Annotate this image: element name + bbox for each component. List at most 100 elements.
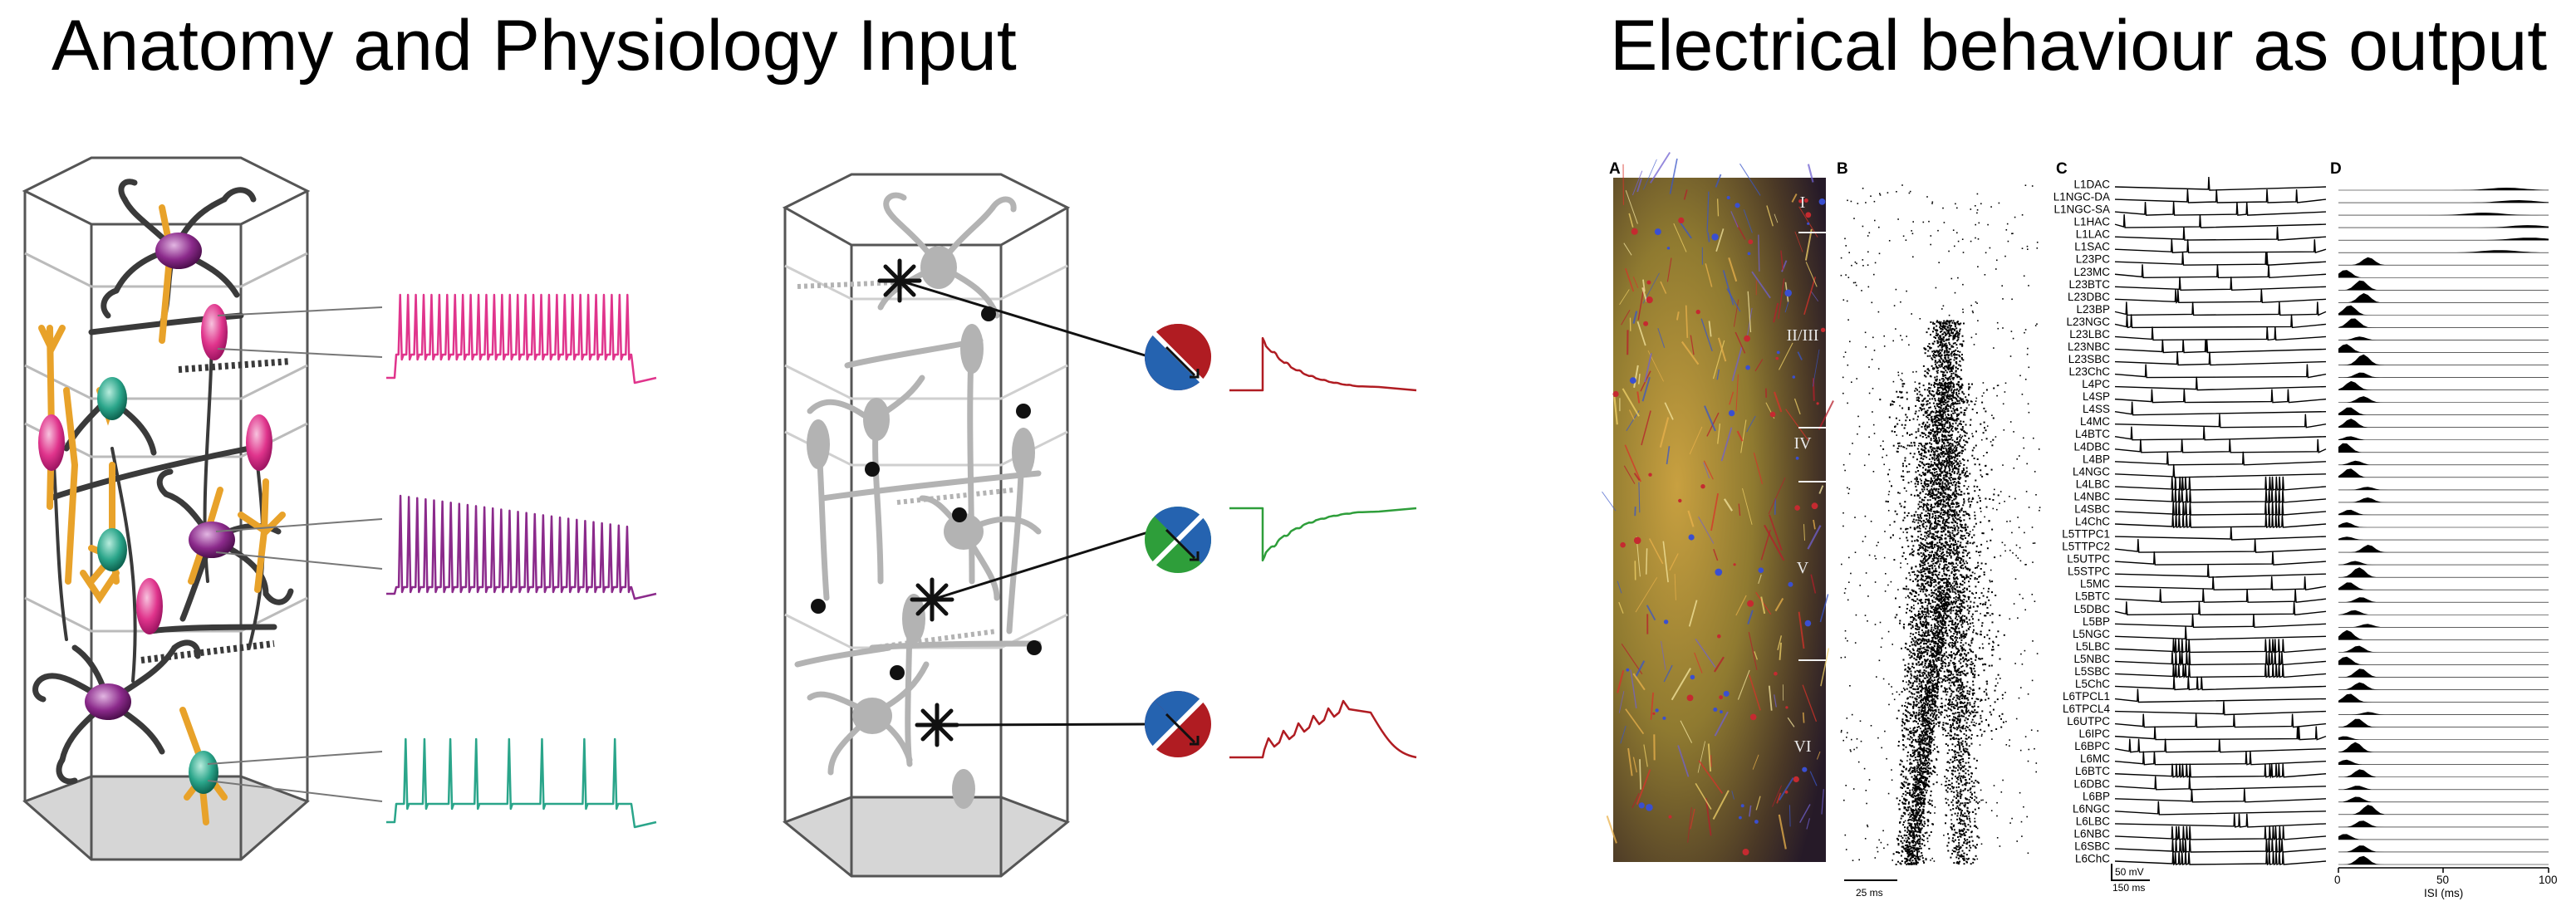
raster-spike [1950, 689, 1953, 692]
raster-spike [1916, 685, 1918, 688]
raster-spike [1944, 356, 1946, 359]
raster-spike [1936, 350, 1938, 352]
tissue-fiber [1703, 460, 1714, 480]
raster-spike [1962, 546, 1965, 548]
raster-spike [1971, 592, 1974, 595]
raster-spike [1903, 806, 1906, 808]
raster-spike [1929, 433, 1931, 435]
raster-spike [1915, 806, 1917, 808]
tissue-fiber [1712, 790, 1730, 820]
raster-spike [1951, 514, 1954, 516]
raster-spike [1949, 616, 1951, 619]
raster-spike [1940, 422, 1941, 424]
raster-spike [1931, 485, 1933, 487]
raster-spike [1953, 786, 1955, 789]
raster-spike [1934, 531, 1936, 533]
raster-spike [1925, 595, 1927, 597]
raster-spike [1921, 560, 1924, 562]
raster-spike [1911, 521, 1914, 523]
raster-spike [1962, 747, 1965, 750]
raster-spike [1965, 797, 1967, 800]
raster-spike [1923, 712, 1926, 714]
raster-spike [1914, 716, 1916, 718]
raster-spike [1934, 329, 1936, 331]
raster-spike [1906, 706, 1908, 708]
raster-spike [1956, 718, 1959, 721]
tissue-fiber [1774, 498, 1776, 515]
raster-spike [1931, 473, 1934, 476]
raster-spike [1983, 574, 1985, 575]
raster-spike [1905, 709, 1907, 712]
raster-spike [1965, 710, 1967, 713]
raster-spike [1958, 759, 1960, 762]
raster-spike [1947, 841, 1950, 844]
raster-spike [1912, 777, 1915, 780]
raster-spike [1951, 642, 1954, 644]
raster-spike [1965, 768, 1967, 771]
raster-spike [1914, 769, 1916, 771]
raster-spike [1932, 322, 1935, 325]
raster-spike [1965, 706, 1968, 708]
raster-spike [1941, 461, 1943, 463]
raster-spike [1963, 770, 1965, 772]
raster-spike [1951, 423, 1954, 425]
raster-spike [1919, 707, 1921, 709]
raster-spike [1952, 698, 1954, 700]
raster-spike [1951, 382, 1954, 384]
raster-spike [1941, 703, 1943, 704]
raster-spike [1898, 852, 1901, 854]
raster-spike [1912, 617, 1915, 619]
raster-spike [1945, 323, 1947, 326]
raster-spike [1936, 781, 1938, 784]
raster-spike [1950, 388, 1953, 390]
raster-spike [1946, 786, 1949, 789]
raster-spike [1955, 679, 1957, 682]
raster-spike [1929, 674, 1931, 677]
raster-spike [1950, 363, 1952, 365]
raster-spike [1892, 444, 1895, 447]
raster-spike [1931, 606, 1933, 609]
raster-spike [1897, 843, 1900, 845]
raster-spike [1916, 741, 1918, 743]
raster-spike [1921, 664, 1923, 666]
raster-spike [1942, 504, 1945, 507]
raster-spike [1950, 452, 1953, 454]
raster-spike [1950, 418, 1952, 420]
raster-spike [1956, 673, 1959, 676]
raster-spike [1917, 522, 1920, 524]
raster-spike [1949, 505, 1951, 507]
tissue-fiber [1633, 473, 1641, 482]
raster-spike [1911, 624, 1914, 627]
raster-spike [1957, 812, 1960, 815]
raster-spike [1942, 438, 1945, 441]
raster-spike [1968, 857, 1970, 860]
raster-spike [1948, 644, 1950, 646]
raster-spike [1959, 791, 1961, 793]
raster-spike [1932, 474, 1935, 477]
raster-spike [1950, 385, 1952, 388]
raster-spike [1940, 493, 1942, 496]
raster-spike [1937, 453, 1940, 456]
raster-spike [1963, 859, 1965, 861]
raster-spike [1904, 857, 1906, 860]
raster-spike [1950, 425, 1953, 428]
raster-spike [1966, 681, 1969, 683]
raster-spike [1924, 608, 1926, 610]
tissue-fiber [1624, 444, 1641, 482]
raster-spike [1913, 746, 1916, 748]
raster-spike [1963, 322, 1965, 325]
raster-spike [1948, 334, 1950, 336]
raster-spike [1953, 350, 1955, 352]
raster-spike [1948, 382, 1950, 384]
raster-spike [1955, 322, 1957, 325]
raster-spike [1924, 472, 1926, 474]
tissue-fiber [1749, 674, 1761, 711]
raster-spike [1926, 589, 1928, 591]
tissue-fiber [1818, 485, 1824, 494]
raster-spike [1938, 403, 1941, 405]
raster-spike [1950, 673, 1952, 675]
raster-spike [1955, 503, 1958, 506]
tissue-fiber [1723, 498, 1734, 512]
raster-spike [1937, 351, 1940, 354]
raster-spike [1930, 346, 1932, 349]
